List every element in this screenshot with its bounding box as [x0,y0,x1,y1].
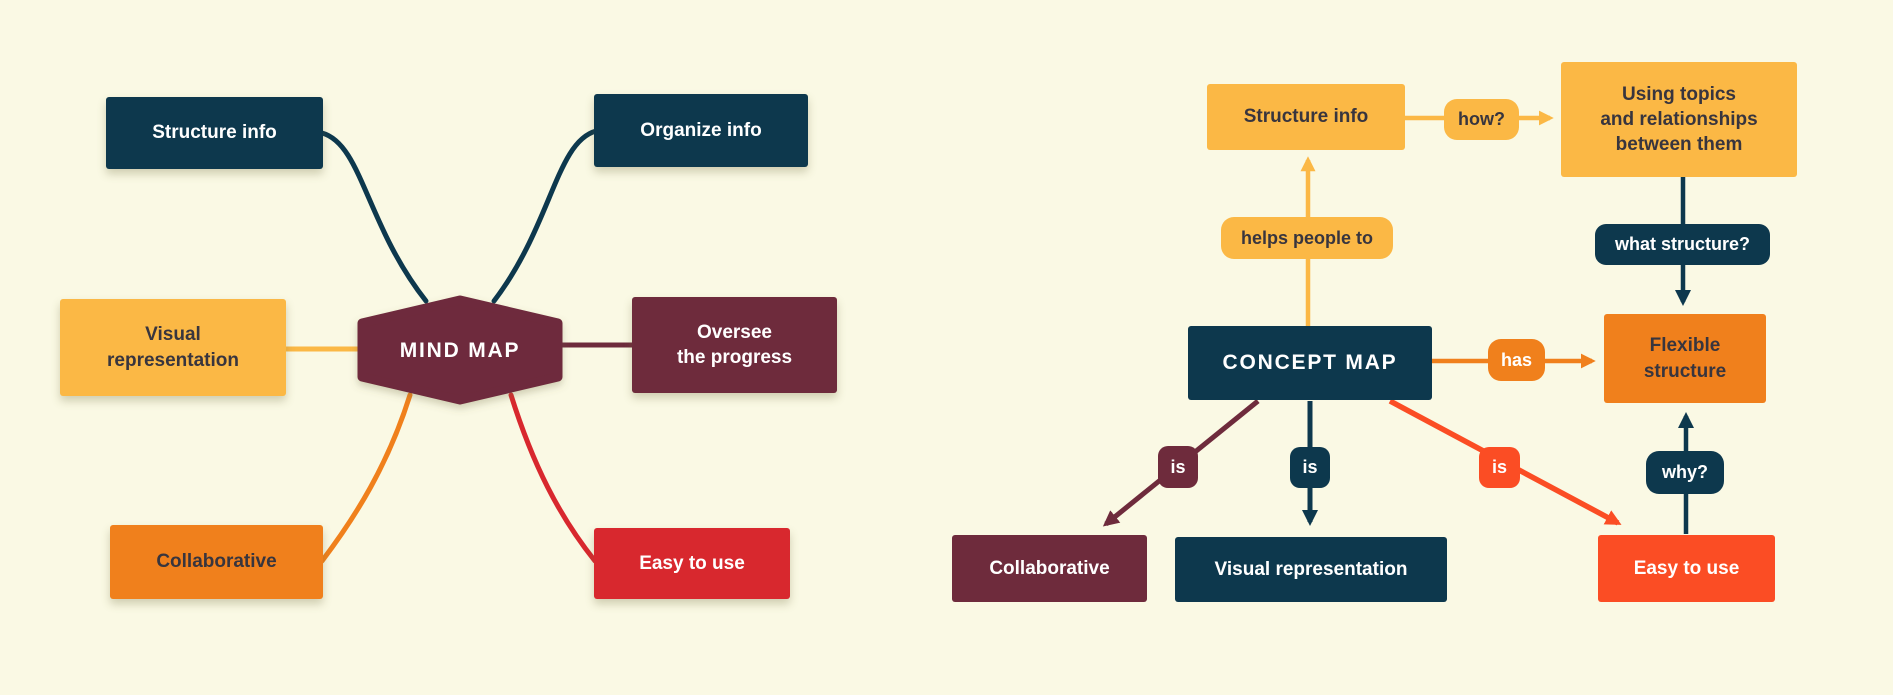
conceptmap-node-using-topics: Using topics and relationships between t… [1561,62,1797,177]
edge-label-is-easy-to-use: is [1479,447,1520,488]
conceptmap-node-visual-representation: Visual representation [1175,537,1447,602]
mindmap-node-easy-to-use: Easy to use [594,528,790,599]
conceptmap-node-structure-info: Structure info [1207,84,1405,150]
conceptmap-node-easy-to-use: Easy to use [1598,535,1775,602]
mindmap-node-visual-representation: Visual representation [60,299,286,396]
edge-mindmap-organize-info [491,128,599,304]
mindmap-node-oversee-progress: Oversee the progress [632,297,837,393]
mindmap-node-collaborative: Collaborative [110,525,323,599]
mindmap-node-structure-info: Structure info [106,97,323,169]
edge-label-what-structure: what structure? [1595,224,1770,265]
edge-label-how: how? [1444,99,1519,140]
edge-label-why: why? [1646,451,1724,494]
conceptmap-node-flexible-structure: Flexible structure [1604,314,1766,403]
conceptmap-node-collaborative: Collaborative [952,535,1147,602]
edge-mindmap-structure-info [319,130,429,304]
edge-label-has: has [1488,339,1545,381]
concept-map-title: CONCEPT MAP [1188,326,1432,400]
edge-label-helps-people-to: helps people to [1221,217,1393,259]
mindmap-node-organize-info: Organize info [594,94,808,167]
edge-mindmap-easy-to-use [508,392,598,564]
mind-map-center-node [357,295,563,405]
edge-mindmap-collaborative [319,392,413,564]
edge-label-is-visual-representation: is [1290,447,1330,488]
edge-label-is-collaborative: is [1158,446,1198,488]
mind-map-title: MIND MAP [399,339,521,362]
